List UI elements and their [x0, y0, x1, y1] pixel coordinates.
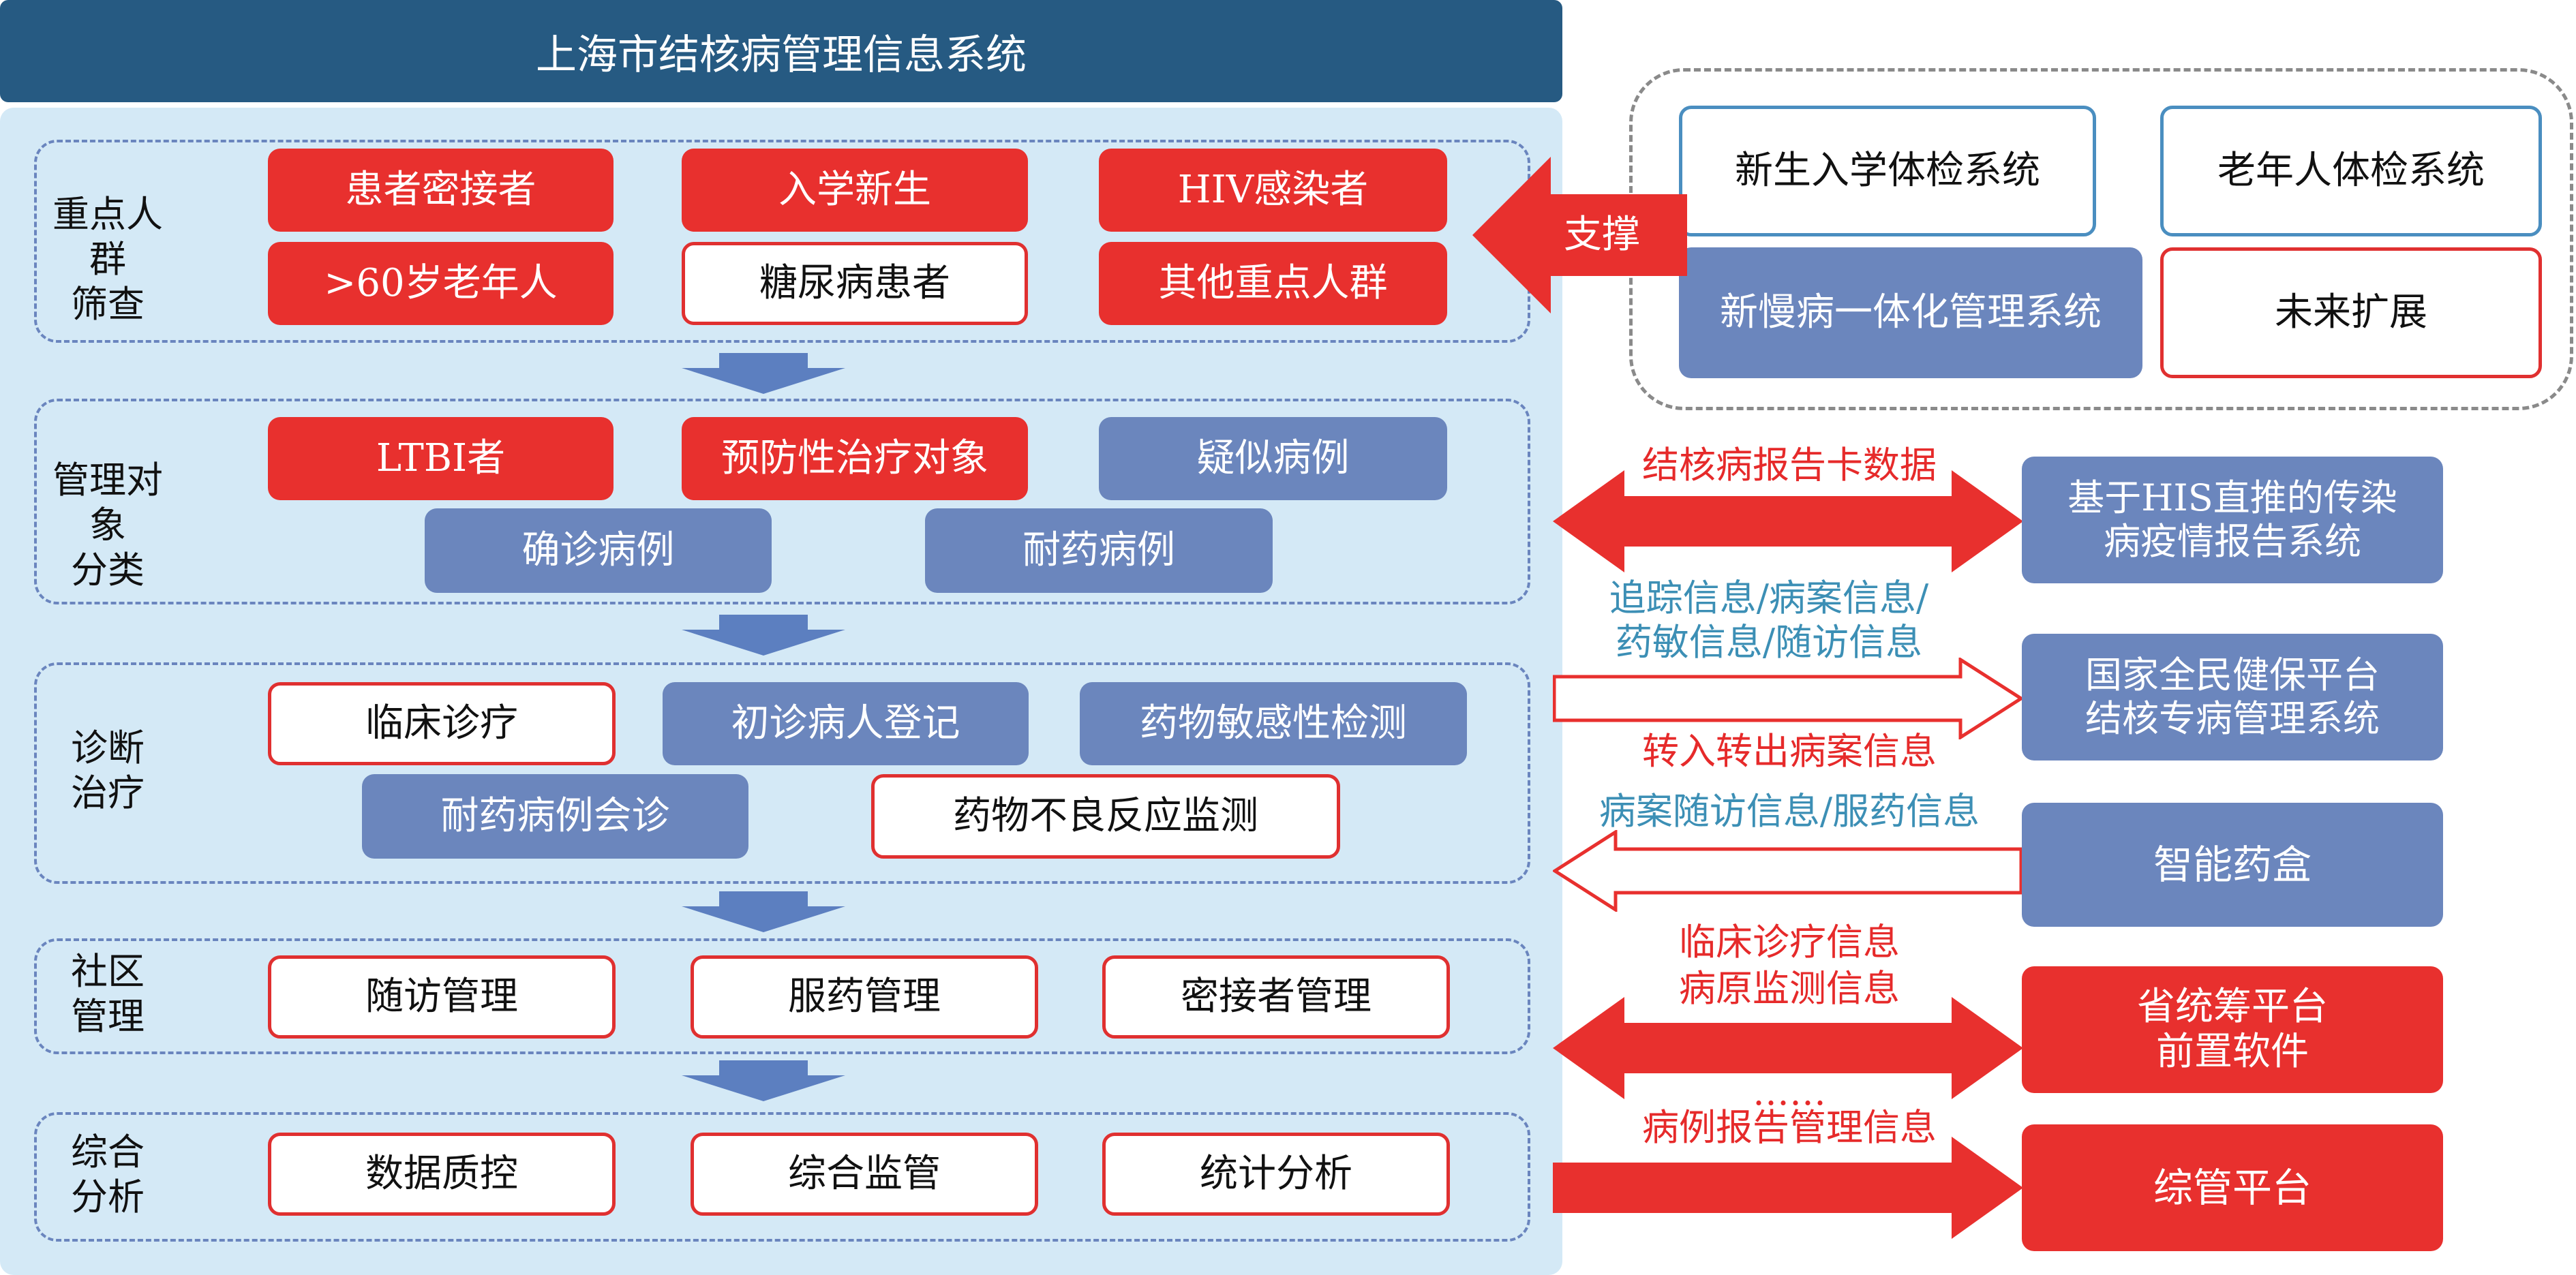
support-arrow-label: 支撑 [1564, 213, 1640, 257]
link-arrow-provincial [1553, 997, 2023, 1099]
section-classification [34, 399, 1530, 604]
link-text-provincial-line2: 病原监测信息 [1679, 967, 1900, 1010]
section-community [34, 938, 1530, 1054]
link-arrow-pillbox [1553, 830, 2023, 912]
target-line: 国家全民健保平台 [2085, 654, 2380, 696]
label-line: 诊断 [71, 726, 145, 769]
diag-item-sensitivity[interactable]: 药物敏感性检测 [1080, 682, 1467, 765]
target-line: 病疫情报告系统 [2104, 520, 2361, 563]
community-item-medication[interactable]: 服药管理 [691, 955, 1038, 1039]
community-item-followup[interactable]: 随访管理 [268, 955, 616, 1039]
section-analysis-label: 综合 分析 [46, 1130, 169, 1220]
diag-item-registration[interactable]: 初诊病人登记 [663, 682, 1029, 765]
link-text-provincial-line1: 临床诊疗信息 [1679, 921, 1900, 964]
flow-down-arrow-1 [682, 353, 845, 394]
target-provincial-platform[interactable]: 省统筹平台 前置软件 [2022, 966, 2443, 1093]
link-arrow-national [1553, 658, 2023, 739]
target-his-report-system[interactable]: 基于HIS直推的传染 病疫情报告系统 [2022, 457, 2443, 583]
diag-item-consultation[interactable]: 耐药病例会诊 [362, 774, 748, 859]
label-line: 综合 [71, 1131, 145, 1173]
label-line: 管理对象 [52, 459, 163, 547]
system-title: 上海市结核病管理信息系统 [0, 0, 1562, 102]
class-item-ltbi[interactable]: LTBI者 [268, 417, 613, 500]
link-text-pillbox-line1: 转入转出病案信息 [1642, 730, 1937, 773]
target-line: 前置软件 [2156, 1030, 2309, 1074]
diag-item-clinical[interactable]: 临床诊疗 [268, 682, 616, 765]
target-line: 综管平台 [2153, 1165, 2312, 1211]
label-line: 管理 [71, 995, 145, 1038]
link-text-national-line2: 药敏信息/随访信息 [1534, 620, 2004, 665]
analysis-item-statistics[interactable]: 统计分析 [1102, 1133, 1450, 1216]
target-comprehensive-platform[interactable]: 综管平台 [2022, 1124, 2443, 1251]
analysis-item-supervision[interactable]: 综合监管 [691, 1133, 1038, 1216]
class-item-confirmed[interactable]: 确诊病例 [425, 508, 772, 593]
label-line: 分类 [71, 549, 145, 592]
screening-item-other[interactable]: 其他重点人群 [1099, 242, 1447, 325]
flow-down-arrow-4 [682, 1060, 845, 1101]
link-text-segment: 药敏信息/随访信息 [1615, 621, 1923, 664]
target-line: 基于HIS直推的传染 [2067, 476, 2397, 519]
label-line: 分析 [71, 1176, 145, 1218]
link-text-pillbox-line2: 病案随访信息/服药信息 [1598, 790, 1980, 833]
support-system-elderly-exam[interactable]: 老年人体检系统 [2160, 106, 2542, 236]
analysis-item-quality[interactable]: 数据质控 [268, 1133, 616, 1216]
link-text-national-line1: 追踪信息/病案信息/ [1534, 576, 2004, 621]
target-smart-pillbox[interactable]: 智能药盒 [2022, 803, 2443, 927]
class-item-drug-resistant[interactable]: 耐药病例 [925, 508, 1273, 593]
label-line: 筛查 [71, 283, 145, 326]
target-line: 省统筹平台 [2137, 985, 2328, 1029]
target-line: 智能药盒 [2153, 842, 2312, 888]
screening-item-elderly[interactable]: >60岁老年人 [268, 242, 613, 325]
flow-down-arrow-2 [682, 615, 845, 656]
label-line: 治疗 [71, 771, 145, 814]
class-item-preventive[interactable]: 预防性治疗对象 [682, 417, 1028, 500]
class-item-suspected[interactable]: 疑似病例 [1099, 417, 1447, 500]
screening-item-diabetes[interactable]: 糖尿病患者 [682, 242, 1028, 325]
section-diagnosis [34, 662, 1530, 884]
link-arrow-comprehensive [1553, 1137, 2023, 1239]
target-line: 结核专病管理系统 [2085, 697, 2380, 740]
section-classification-label: 管理对象 分类 [46, 458, 169, 593]
flow-down-arrow-3 [682, 891, 845, 932]
section-analysis [34, 1112, 1530, 1242]
support-arrow [1472, 157, 1687, 313]
screening-item-hiv[interactable]: HIV感染者 [1099, 149, 1447, 232]
support-system-chronic-disease[interactable]: 新慢病一体化管理系统 [1679, 247, 2142, 378]
support-system-student-exam[interactable]: 新生入学体检系统 [1679, 106, 2096, 236]
diag-item-adverse[interactable]: 药物不良反应监测 [871, 774, 1340, 859]
link-text-comprehensive: 病例报告管理信息 [1642, 1106, 1937, 1149]
link-text-provincial-ellipsis: …… [1753, 1071, 1826, 1113]
section-diagnosis-label: 诊断 治疗 [46, 726, 169, 816]
section-screening-label: 重点人群 筛查 [46, 192, 169, 327]
screening-item-contacts[interactable]: 患者密接者 [268, 149, 613, 232]
link-text-segment: 追踪信息/病案信息/ [1609, 577, 1929, 619]
label-line: 社区 [71, 950, 145, 993]
community-item-contacts[interactable]: 密接者管理 [1102, 955, 1450, 1039]
screening-item-new-students[interactable]: 入学新生 [682, 149, 1028, 232]
link-text-his: 结核病报告卡数据 [1642, 444, 1937, 487]
label-line: 重点人群 [52, 193, 163, 281]
link-arrow-his [1553, 470, 2023, 572]
target-national-platform[interactable]: 国家全民健保平台 结核专病管理系统 [2022, 634, 2443, 761]
section-community-label: 社区 管理 [46, 949, 169, 1039]
support-system-future[interactable]: 未来扩展 [2160, 247, 2542, 378]
